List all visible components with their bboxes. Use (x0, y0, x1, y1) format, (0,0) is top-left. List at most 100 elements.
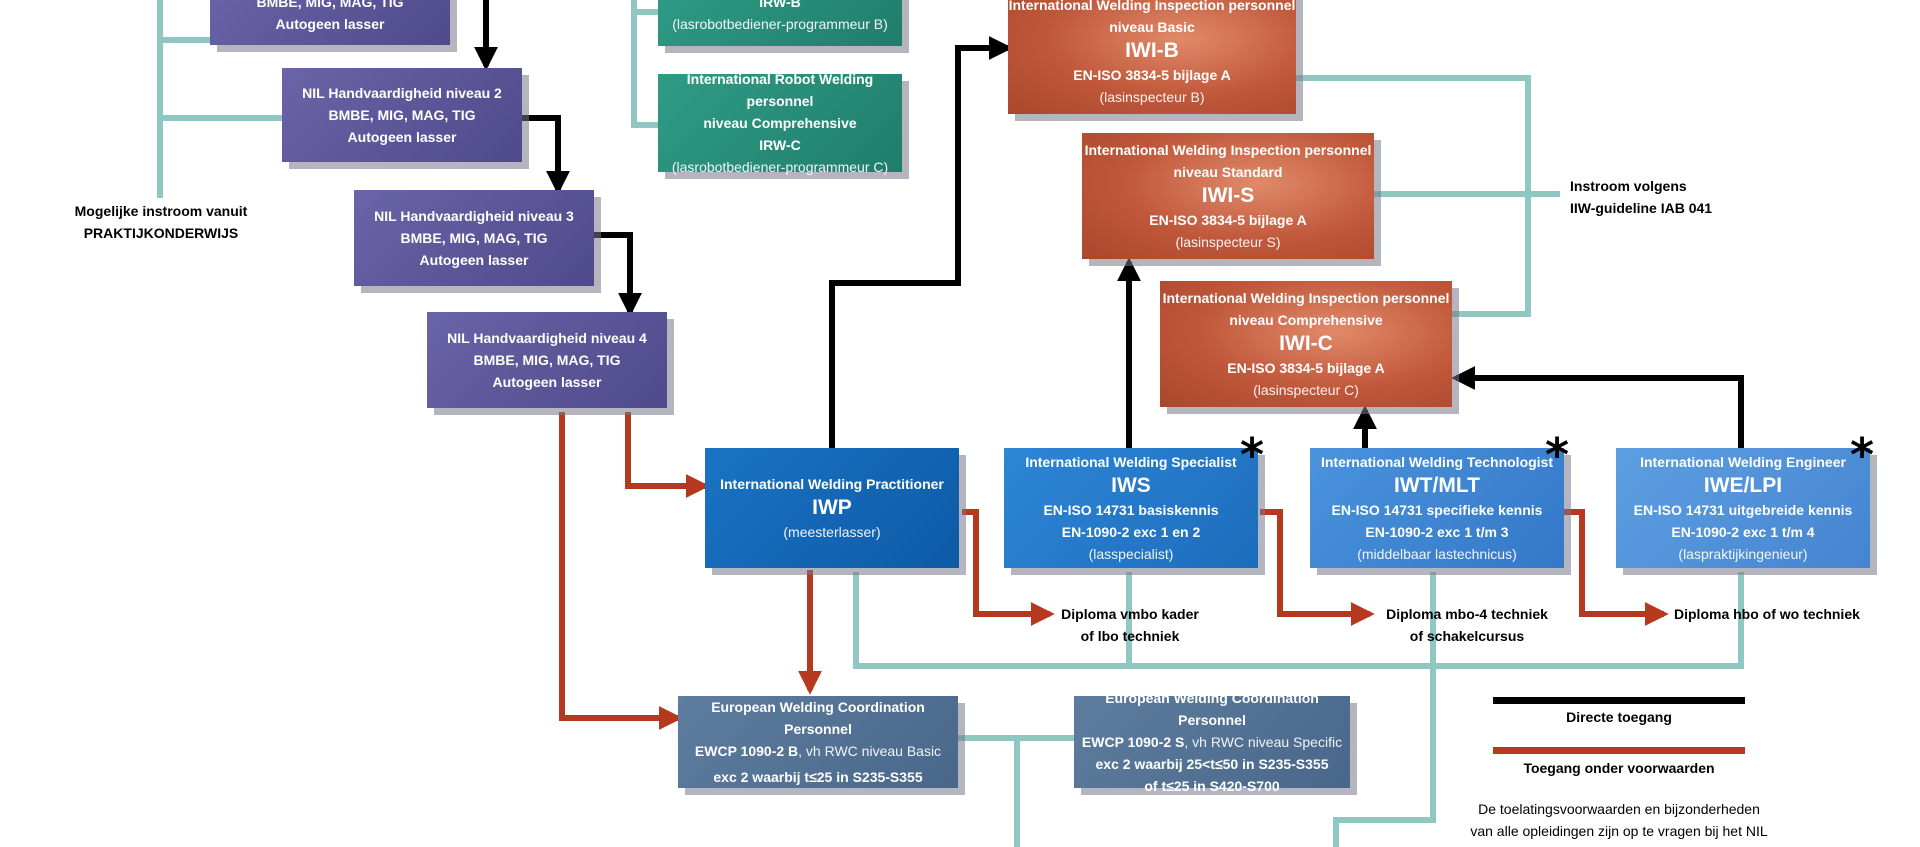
iwis-line4: (lasinspecteur S) (1175, 234, 1281, 250)
conditional-access-arrows (559, 412, 1669, 730)
arrow-iwp-iwib (829, 36, 1013, 448)
nil3-line1: NIL Handvaardigheid niveau 3 (374, 208, 574, 224)
teal-ewcp (958, 735, 1074, 847)
arrow-iwp-vmbo (962, 509, 1055, 626)
ewcp-b-box: European Welding Coordination Personnel … (678, 696, 958, 788)
iwe-line1: International Welding Engineer (1640, 454, 1846, 470)
iwe-line2: EN-ISO 14731 uitgebreide kennis (1633, 502, 1853, 518)
iwib-code: IWI-B (1125, 39, 1179, 62)
iwe-line3: EN-1090-2 exc 1 t/m 4 (1671, 524, 1815, 540)
irwc-line4: (lasrobotbediener-programmeur C) (671, 159, 889, 175)
diploma-mbo-line2: of schakelcursus (1409, 628, 1525, 644)
ewcps-line2b: , vh RWC niveau Specific (1184, 734, 1343, 750)
arrow-iwe-iwic (1451, 366, 1744, 448)
instroom-iiw-line1: Instroom volgens (1570, 178, 1687, 194)
irwc-line2: niveau Comprehensive (703, 115, 857, 131)
instroom-iiw-line2: IIW-guideline IAB 041 (1570, 200, 1713, 216)
iwic-code: IWI-C (1279, 332, 1333, 355)
iwi-c-box: International Welding Inspection personn… (1160, 281, 1452, 407)
iws-line3: EN-1090-2 exc 1 en 2 (1061, 524, 1201, 540)
irwc-line1: International Robot Welding personnel (686, 71, 874, 109)
ewcps-line3: exc 2 waarbij 25<t≤50 in S235-S355 (1095, 756, 1329, 772)
iws-line2: EN-ISO 14731 basiskennis (1043, 502, 1219, 518)
instroom-praktijk-line1: Mogelijke instroom vanuit (74, 203, 248, 219)
legend-direct-label: Directe toegang (1566, 709, 1672, 725)
iwe-star: * (1850, 428, 1875, 482)
iwib-line3: EN-ISO 3834-5 bijlage A (1073, 67, 1231, 83)
legend-note: De toelatingsvoorwaarden en bijzonderhed… (1458, 798, 1780, 842)
iwis-line3: EN-ISO 3834-5 bijlage A (1149, 212, 1307, 228)
iwic-line3: EN-ISO 3834-5 bijlage A (1227, 360, 1385, 376)
diploma-vmbo-line2: of lbo techniek (1080, 628, 1180, 644)
iwe-line4: (laspraktijkingenieur) (1678, 546, 1808, 562)
iws-line4: (lasspecialist) (1088, 546, 1174, 562)
nil2-line2: BMBE, MIG, MAG, TIG (328, 107, 476, 123)
nil4-line2: BMBE, MIG, MAG, TIG (473, 352, 621, 368)
diploma-vmbo-line1: Diploma vmbo kader (1061, 606, 1199, 622)
arrow-iwt-hbo (1562, 509, 1669, 626)
ewcps-line2a: EWCP 1090-2 S (1081, 734, 1185, 750)
teal-connectors (157, 0, 1744, 847)
diploma-hbo-line1: Diploma hbo of wo techniek (1674, 606, 1860, 622)
iwt-line2: EN-ISO 14731 specifieke kennis (1331, 502, 1543, 518)
nil3-line3: Autogeen lasser (419, 252, 529, 268)
ewcpb-line1: European Welding Coordination Personnel (711, 699, 925, 737)
iwp-line2: (meesterlasser) (783, 524, 881, 540)
diploma-mbo-label: Diploma mbo-4 techniek of schakelcursus (1367, 603, 1567, 647)
iws-code: IWS (1111, 474, 1151, 497)
ewcpb-line2a: EWCP 1090-2 B (694, 743, 799, 759)
iwi-b-box: International Welding Inspection personn… (1008, 0, 1296, 114)
legend-note-line2: van alle opleidingen zijn op te vragen b… (1470, 823, 1768, 839)
diploma-hbo-label: Diploma hbo of wo techniek (1674, 603, 1874, 625)
nil4-line1: NIL Handvaardigheid niveau 4 (447, 330, 647, 346)
nil4-line3: Autogeen lasser (492, 374, 602, 390)
teal-iwi-bracket (1296, 75, 1560, 317)
nil1-line2: Autogeen lasser (275, 15, 385, 32)
ewcpb-line2b: , vh RWC niveau Basic (798, 743, 942, 759)
arrow-iws-mbo (1260, 509, 1375, 626)
iwic-line4: (lasinspecteur C) (1253, 382, 1359, 398)
ewcps-line1: European Welding Coordination Personnel (1105, 690, 1319, 728)
iwp-line1: International Welding Practitioner (720, 476, 944, 492)
direct-access-arrows (474, 0, 1744, 448)
instroom-praktijk-line2: PRAKTIJKONDERWIJS (83, 225, 239, 241)
irw-b-box: IRW-B (lasrobotbediener-programmeur B) (658, 0, 902, 46)
irwb-line2: (lasrobotbediener-programmeur B) (672, 16, 888, 32)
ewcp-s-box: European Welding Coordination Personnel … (1074, 690, 1350, 794)
iwe-code: IWE/LPI (1703, 474, 1783, 497)
arrow-nil4-iwp (625, 412, 710, 498)
ewcpb-line3: exc 2 waarbij t≤25 in S235-S355 (713, 769, 923, 785)
iwic-line2: niveau Comprehensive (1229, 312, 1383, 328)
teal-left-branch (160, 37, 282, 121)
iwis-line2: niveau Standard (1173, 164, 1283, 180)
iws-star: * (1240, 428, 1265, 482)
nil2-line3: Autogeen lasser (347, 129, 457, 145)
iws-line1: International Welding Specialist (1025, 454, 1237, 470)
teal-robot-bracket (631, 0, 658, 128)
iws-box: International Welding Specialist IWS EN-… (1004, 448, 1258, 568)
irwb-line1: IRW-B (759, 0, 801, 10)
iwt-line4: (middelbaar lastechnicus) (1357, 546, 1517, 562)
nil1-line1: BMBE, MIG, MAG, TIG (256, 0, 404, 10)
ewcps-line4: of t≤25 in S420-S700 (1144, 778, 1280, 794)
nil-level-3-box: NIL Handvaardigheid niveau 3 BMBE, MIG, … (354, 190, 594, 286)
iwib-line4: (lasinspecteur B) (1099, 89, 1205, 105)
legend-note-line1: De toelatingsvoorwaarden en bijzonderhed… (1478, 801, 1760, 817)
iwi-s-box: International Welding Inspection personn… (1082, 133, 1374, 259)
iwt-line1: International Welding Technologist (1320, 454, 1554, 470)
nil-level-4-box: NIL Handvaardigheid niveau 4 BMBE, MIG, … (427, 312, 667, 408)
nil3-line2: BMBE, MIG, MAG, TIG (400, 230, 548, 246)
instroom-praktijk-label: Mogelijke instroom vanuit PRAKTIJKONDERW… (66, 200, 256, 244)
iwt-star: * (1545, 428, 1570, 482)
nil-level-2-box: NIL Handvaardigheid niveau 2 BMBE, MIG, … (282, 68, 522, 162)
iwib-line2: niveau Basic (1109, 19, 1195, 35)
iwt-box: International Welding Technologist IWT/M… (1310, 448, 1564, 568)
iwp-code: IWP (812, 496, 852, 519)
instroom-iiw-label: Instroom volgens IIW-guideline IAB 041 (1570, 175, 1750, 219)
arrow-nil3-nil4 (594, 232, 642, 317)
iwt-line3: EN-1090-2 exc 1 t/m 3 (1365, 524, 1509, 540)
teal-bottom-down (1333, 666, 1436, 847)
iwic-line1: International Welding Inspection personn… (1162, 290, 1450, 306)
iwis-line1: International Welding Inspection personn… (1084, 142, 1372, 158)
